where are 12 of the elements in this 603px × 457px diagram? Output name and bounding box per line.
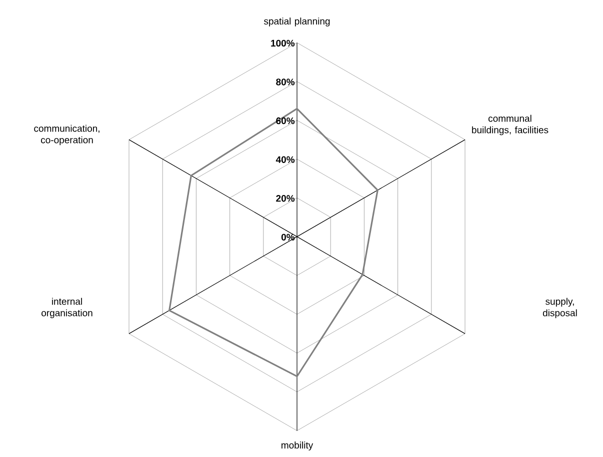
category-label: communication, co-operation bbox=[34, 124, 100, 146]
category-label: supply, disposal bbox=[542, 298, 577, 318]
tick-label: 0% bbox=[281, 234, 295, 241]
tick-label: 40% bbox=[276, 156, 295, 163]
category-label: communal buildings, facilities bbox=[472, 114, 548, 136]
tick-label: 80% bbox=[276, 78, 295, 86]
tick-label: 60% bbox=[276, 117, 295, 124]
category-label: spatial planning bbox=[264, 18, 330, 26]
category-label: internal organisation bbox=[42, 298, 92, 318]
tick-label: 20% bbox=[276, 195, 295, 202]
category-label: mobility bbox=[282, 442, 314, 450]
tick-label: 100% bbox=[271, 40, 295, 47]
